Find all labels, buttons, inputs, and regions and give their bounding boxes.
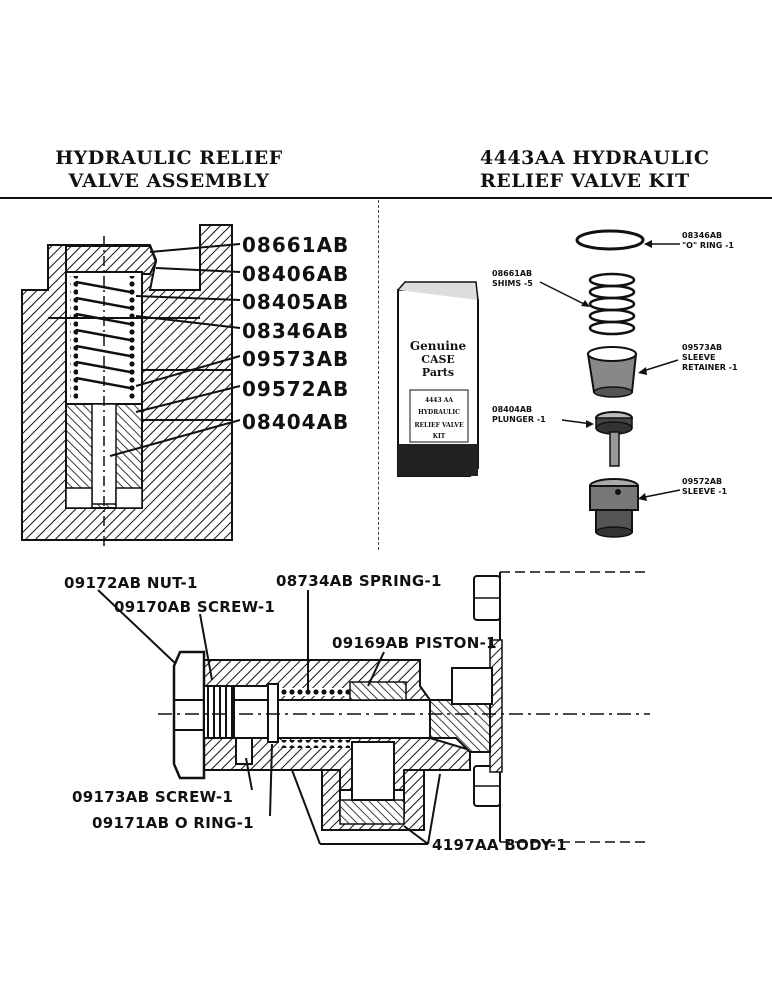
shims-label-line1: 08661AB <box>492 269 532 278</box>
set-screw <box>235 737 253 765</box>
callout-09572ab: 09572AB <box>242 377 349 401</box>
assembly-title-line2: VALVE ASSEMBLY <box>68 170 270 192</box>
sleeve-retainer-label-line1: 09573AB <box>682 343 722 352</box>
oring-label-line1: 08346AB <box>682 231 722 240</box>
column-divider <box>378 200 379 550</box>
sleeve-part <box>589 478 639 538</box>
plunger-part <box>595 411 633 467</box>
callout-nut: 09172AB NUT-1 <box>64 574 198 592</box>
leader-09572 <box>135 385 241 413</box>
leader-08406 <box>155 267 241 273</box>
sleeve-label-line2: SLEEVE -1 <box>682 487 728 496</box>
leader-08346 <box>135 315 241 329</box>
shims-part <box>588 272 636 336</box>
callout-08404ab: 08404AB <box>242 410 349 434</box>
callout-screw2: 09173AB SCREW-1 <box>72 788 233 806</box>
leader-08661 <box>149 243 241 253</box>
callout-body: 4197AA BODY-1 <box>432 836 567 854</box>
callout-09573ab: 09573AB <box>242 347 349 371</box>
callout-08406ab: 08406AB <box>242 262 349 286</box>
kit-box-label-line3: RELIEF VALVE <box>414 422 464 429</box>
kit-box-brand-line3: Parts <box>422 366 454 379</box>
kit-exploded-parts <box>539 229 681 538</box>
callout-08405ab: 08405AB <box>242 290 349 314</box>
plunger-label-line1: 08404AB <box>492 405 532 414</box>
kit-box-label-line1: 4443 AA <box>425 397 453 404</box>
callout-screw: 09170AB SCREW-1 <box>114 598 275 616</box>
bottom-spring <box>278 688 350 748</box>
oring-label-line2: "O" RING -1 <box>682 241 734 250</box>
callout-08346ab: 08346AB <box>242 319 349 343</box>
shims-label-line2: SHIMS -5 <box>492 279 533 288</box>
leader-09573 <box>135 355 241 387</box>
callout-08661ab: 08661AB <box>242 233 349 257</box>
kit-box: Genuine CASE Parts 4443 AA HYDRAULIC REL… <box>397 281 479 477</box>
assembly-title-line1: HYDRAULIC RELIEF <box>55 147 283 169</box>
sleeve-label-line1: 09572AB <box>682 477 722 486</box>
kit-part-labels: 08346AB "O" RING -1 08661AB SHIMS -5 095… <box>492 231 738 496</box>
kit-box-label-line4: KIT <box>433 433 446 440</box>
callout-spring: 08734AB SPRING-1 <box>276 572 442 590</box>
callout-piston: 09169AB PISTON-1 <box>332 634 497 652</box>
kit-box-brand-line1: Genuine <box>410 339 467 353</box>
sleeve-retainer-part <box>586 346 638 398</box>
bottom-callouts: 09172AB NUT-1 09170AB SCREW-1 08734AB SP… <box>64 572 567 854</box>
leader-08404 <box>109 419 241 457</box>
kit-title: 4443AA HYDRAULIC RELIEF VALVE KIT <box>480 147 730 193</box>
oring-part <box>575 229 645 251</box>
kit-box-label-line2: HYDRAULIC <box>418 409 460 416</box>
valve-assembly-section <box>21 224 241 548</box>
callout-oring: 09171AB O RING-1 <box>92 814 254 832</box>
assembly-callouts: 08661AB 08406AB 08405AB 08346AB 09573AB … <box>242 233 349 434</box>
leader-08405 <box>135 295 241 301</box>
end-nut <box>172 650 206 780</box>
kit-title-line2: RELIEF VALVE KIT <box>480 170 690 192</box>
sleeve-retainer-label-line3: RETAINER -1 <box>682 363 738 372</box>
assembly-title: HYDRAULIC RELIEF VALVE ASSEMBLY <box>44 147 294 193</box>
header-divider <box>0 197 772 199</box>
sleeve-retainer-label-line2: SLEEVE <box>682 353 715 362</box>
kit-box-brand-line2: CASE <box>421 353 455 366</box>
bottom-valve-section <box>97 571 650 845</box>
kit-title-line1: 4443AA HYDRAULIC <box>480 147 710 169</box>
piston <box>349 681 407 701</box>
plunger-label-line2: PLUNGER -1 <box>492 415 546 424</box>
